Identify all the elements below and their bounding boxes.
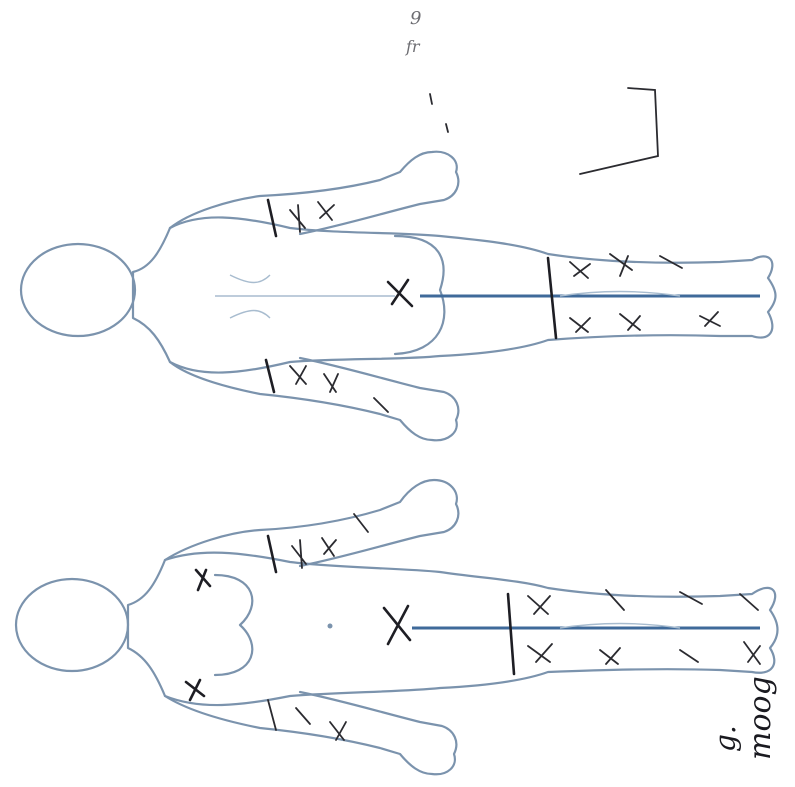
body-figure-back [21,152,776,441]
handwritten-note-bottom: moog [743,676,778,760]
arm-upper-back [170,152,458,234]
handwritten-word-moog: moog [743,676,778,760]
arm-lower-back [170,358,458,440]
body-figure-front [16,480,778,774]
head-outline-front [16,579,128,671]
faint-note-1: 9 [410,8,421,29]
faint-note-2: fr [405,37,421,56]
handwritten-note-g: g. [709,725,742,752]
chest-outline [215,575,252,675]
head-outline-back [21,244,135,336]
bracket-mark [580,88,658,174]
